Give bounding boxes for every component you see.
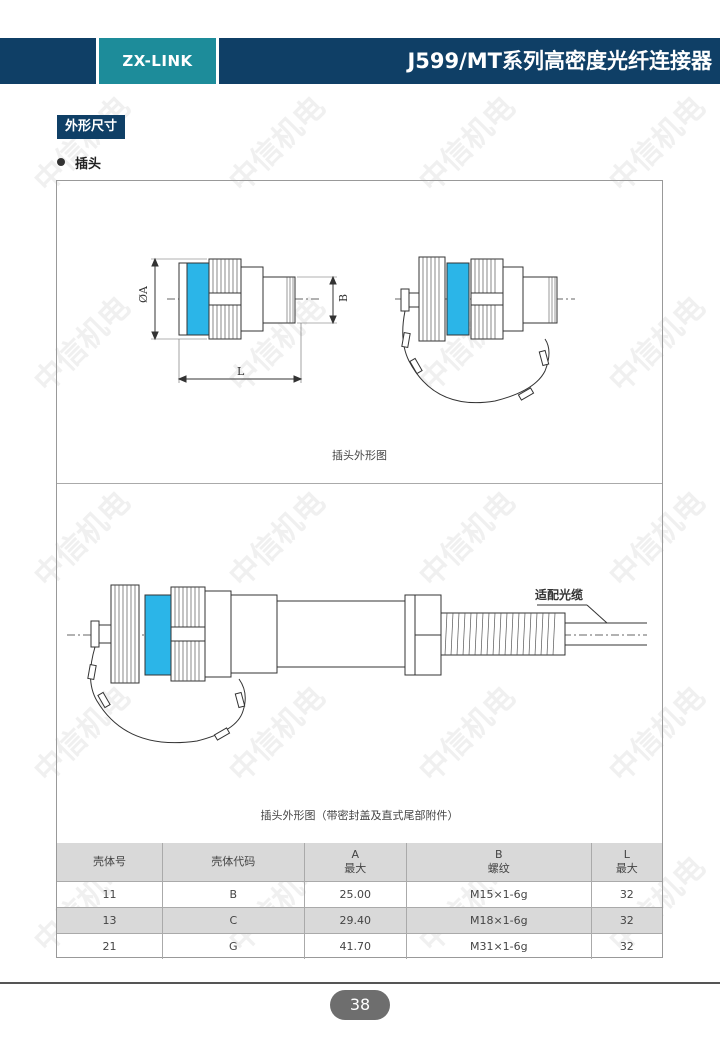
table-cell: M15×1-6g (405, 880, 592, 908)
header-left-block (0, 38, 96, 84)
table-cell: 13 (57, 906, 163, 934)
table-row: 21 G 41.70 M31×1-6g 32 (57, 932, 662, 959)
table-cell: 11 (57, 880, 163, 908)
page-title: J599/MT系列高密度光纤连接器 (407, 49, 712, 73)
drawing-frame: ØA B 螺纹 L (56, 180, 663, 959)
header-right-block: J599/MT系列高密度光纤连接器 (219, 38, 720, 84)
plug-with-cap-drawing (395, 256, 575, 404)
table-cell: B (161, 880, 305, 908)
brand-label: ZX-LINK (99, 38, 216, 84)
table-cell: 32 (590, 906, 662, 934)
table-cell: 29.40 (303, 906, 407, 934)
bullet-item: 插头 (57, 153, 102, 172)
table-header-cell: 壳体号 (57, 843, 163, 882)
table-cell: 32 (590, 932, 662, 959)
table-cell: M31×1-6g (405, 932, 592, 959)
table-row: 11 B 25.00 M15×1-6g 32 (57, 880, 662, 908)
table-cell: 21 (57, 932, 163, 959)
plug-assembly-drawing: 适配光缆 (67, 584, 647, 744)
table-header-cell: 壳体代码 (161, 843, 305, 882)
bullet-text: 插头 (75, 156, 102, 172)
cable-label: 适配光缆 (535, 587, 583, 602)
table-cell: M18×1-6g (405, 906, 592, 934)
bullet-dot-icon (57, 158, 65, 166)
footer-divider (0, 982, 720, 984)
table-cell: C (161, 906, 305, 934)
plug-dimension-drawing: ØA B 螺纹 L (137, 257, 350, 383)
page-number: 38 (330, 990, 390, 1020)
table-cell: 41.70 (303, 932, 407, 959)
dim-b-label: B (337, 294, 350, 302)
dim-l-label: L (237, 365, 245, 378)
table-row: 13 C 29.40 M18×1-6g 32 (57, 906, 662, 934)
table-cell: G (161, 932, 305, 959)
section-tag: 外形尺寸 (57, 115, 126, 139)
drawing2-caption: 插头外形图（带密封盖及直式尾部附件） (260, 809, 459, 822)
table-cell: 25.00 (303, 880, 407, 908)
table-cell: 32 (590, 880, 662, 908)
drawing-divider (57, 483, 662, 484)
drawing1-caption: 插头外形图 (332, 449, 387, 462)
page-header: ZX-LINK J599/MT系列高密度光纤连接器 (0, 38, 720, 84)
dim-a-label: ØA (137, 285, 150, 303)
